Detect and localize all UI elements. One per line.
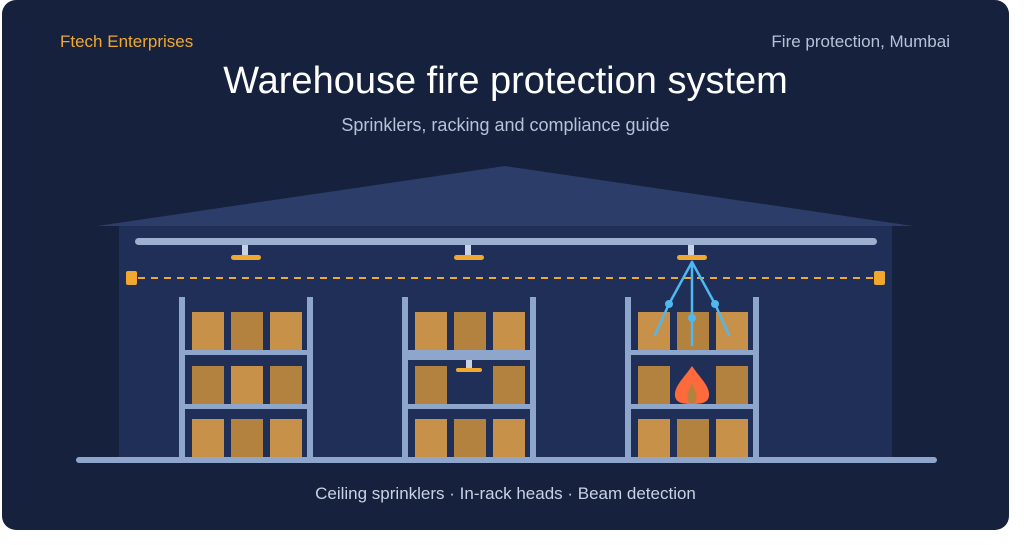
rack-right — [625, 297, 759, 459]
location-label: Fire protection, Mumbai — [771, 32, 950, 51]
water-spray-icon — [653, 260, 731, 347]
beam-detector-icon — [874, 271, 885, 285]
beam-detector-icon — [126, 271, 137, 285]
feature-caption: Ceiling sprinklers · In-rack heads · Bea… — [315, 484, 696, 503]
ceiling-sprinkler-icon — [677, 245, 707, 260]
brand-name: Ftech Enterprises — [60, 32, 194, 51]
water-droplet — [688, 314, 696, 322]
sprinkler-pipe-icon — [135, 238, 877, 245]
in-rack-sprinkler-icon — [456, 360, 482, 372]
water-droplet — [665, 300, 673, 308]
hero-card: Ftech Enterprises Fire protection, Mumba… — [2, 0, 1009, 530]
ceiling-sprinkler-icon — [231, 245, 261, 260]
water-droplet — [711, 300, 719, 308]
ceiling-sprinkler-icon — [454, 245, 484, 260]
page-subtitle: Sprinklers, racking and compliance guide — [341, 115, 670, 135]
flame-core — [687, 383, 697, 404]
rack-center — [402, 297, 536, 459]
rack-left — [179, 297, 313, 459]
page-title: Warehouse fire protection system — [223, 60, 788, 102]
warehouse-floor — [76, 457, 937, 463]
warehouse-roof-icon — [97, 166, 913, 226]
warehouse-illustration — [76, 166, 937, 463]
